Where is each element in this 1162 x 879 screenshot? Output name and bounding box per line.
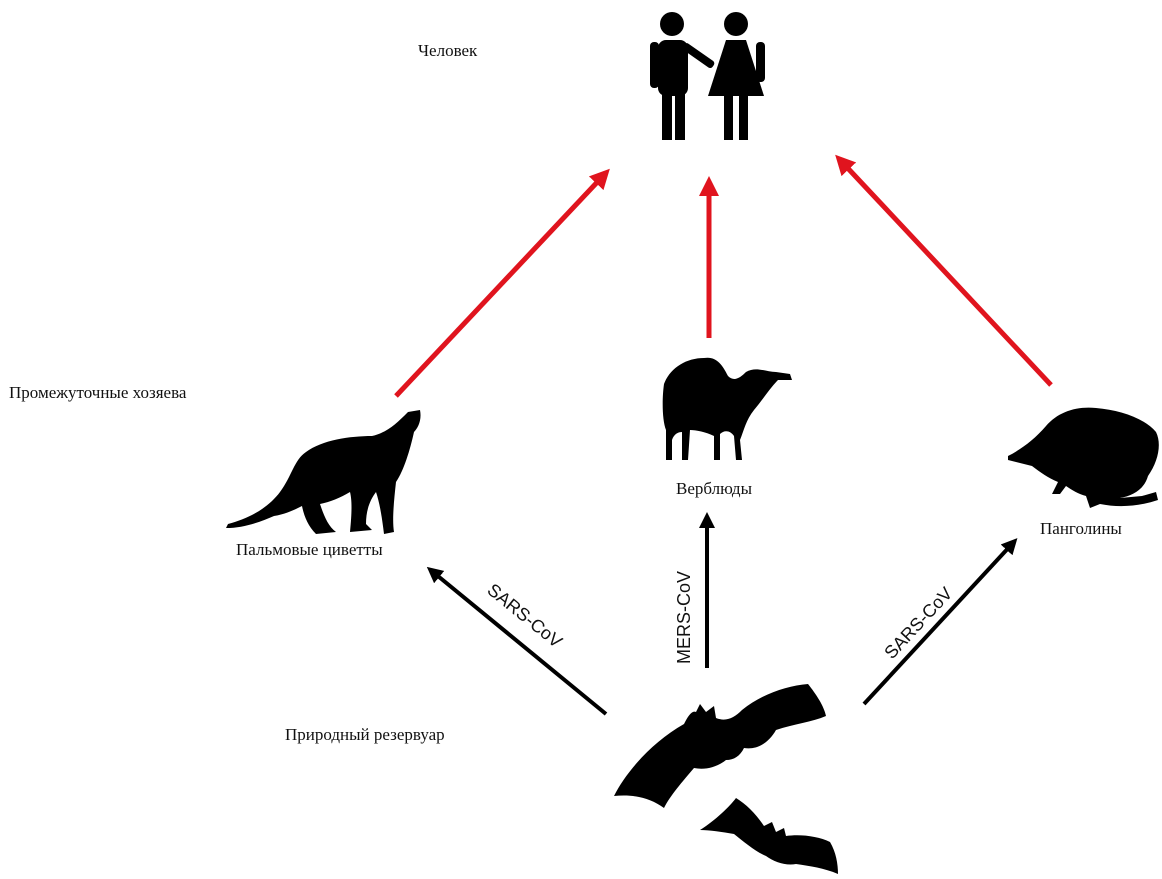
- arrow-bats-to-civets: [433, 572, 606, 714]
- level-label-intermediate: Промежуточные хозяева: [9, 383, 187, 402]
- host-label-pangolins: Панголины: [1040, 519, 1122, 538]
- level-label-human: Человек: [418, 41, 478, 60]
- virus-label-sars-civets: SARS-CoV: [483, 580, 566, 652]
- pangolin-icon: [1008, 408, 1159, 508]
- host-label-camels: Верблюды: [676, 479, 753, 498]
- people-icon: [650, 12, 765, 140]
- arrow-bats-to-pangolins: [864, 544, 1012, 704]
- arrow-pangolins-to-human: [842, 162, 1051, 385]
- virus-label-sars-pangolins: SARS-CoV: [880, 583, 956, 662]
- host-label-civets: Пальмовые циветты: [236, 540, 383, 559]
- virus-label-mers-camels: MERS-CoV: [674, 571, 694, 664]
- arrow-civets-to-human: [396, 176, 603, 396]
- level-label-reservoir: Природный резервуар: [285, 725, 445, 744]
- bat-icon: [614, 684, 838, 874]
- civet-icon: [226, 410, 421, 534]
- camel-icon: [663, 358, 792, 460]
